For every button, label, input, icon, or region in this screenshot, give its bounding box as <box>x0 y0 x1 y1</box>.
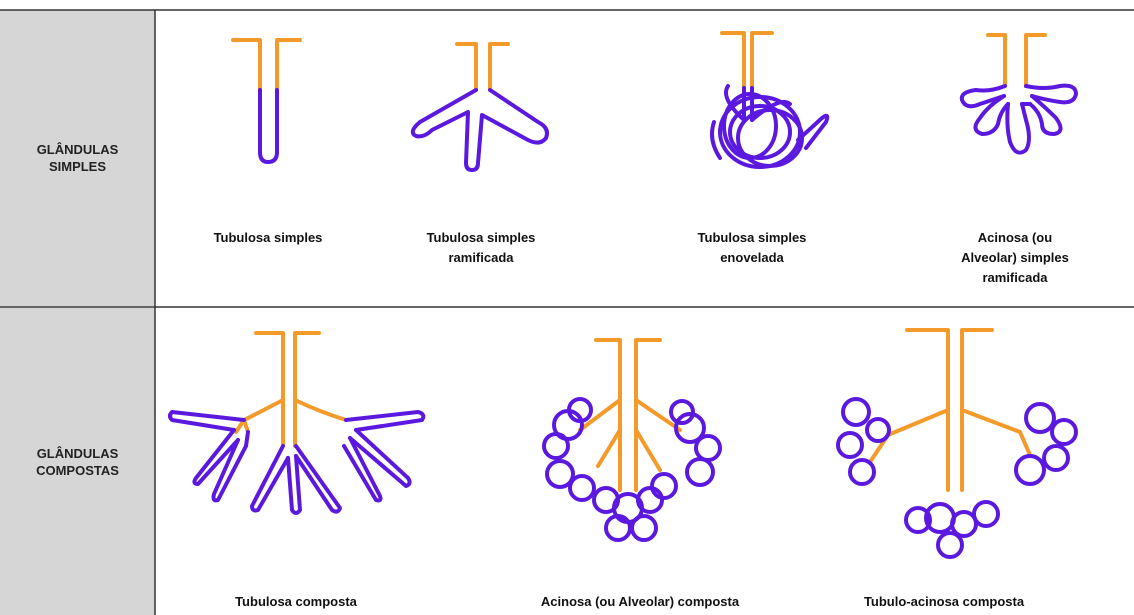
caption-simple-branched-acinar: Acinosa (ou Alveolar) simples ramificada <box>956 228 1075 288</box>
caption-simple-branched-tubular: Tubulosa simples ramificada <box>427 228 536 268</box>
caption-compound-acinar: Acinosa (ou Alveolar) composta <box>541 592 739 612</box>
gland-simple-coiled-tubular <box>712 33 827 167</box>
gland-simple-branched-acinar <box>962 35 1076 153</box>
caption-compound-tubuloacinar: Tubulo-acinosa composta <box>864 592 1024 612</box>
caption-simple-tubular: Tubulosa simples <box>214 228 323 248</box>
gland-compound-acinar <box>544 340 720 540</box>
gland-simple-branched-tubular <box>413 44 547 170</box>
caption-simple-coiled-tubular: Tubulosa simples enovelada <box>698 228 807 268</box>
gland-simple-tubular <box>233 40 300 162</box>
gland-compound-tubular <box>170 333 423 513</box>
gland-compound-tubuloacinar <box>838 330 1076 557</box>
caption-compound-tubular: Tubulosa composta <box>235 592 357 612</box>
